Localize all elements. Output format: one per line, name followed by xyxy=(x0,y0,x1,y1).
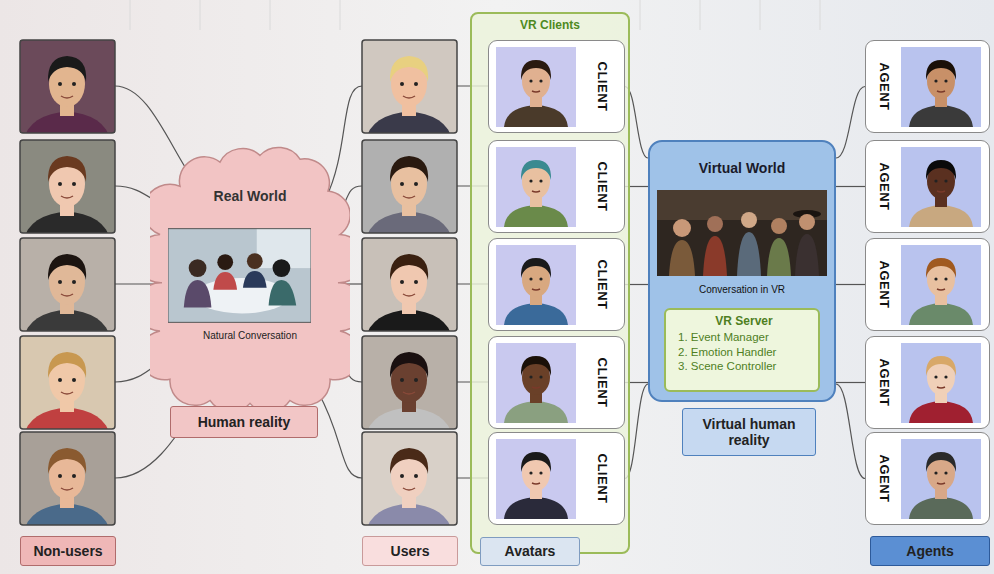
client-box: CLIENT xyxy=(488,432,625,525)
virtual-world-box: Virtual WorldConversation in VR VR Server… xyxy=(648,140,836,402)
conversation-photo xyxy=(168,228,311,323)
node-text: 1. Event Manager xyxy=(678,330,810,345)
rotated-label-holder: CLIENT xyxy=(590,41,616,132)
node-label: CLIENT xyxy=(596,162,611,212)
avatar-image xyxy=(496,245,576,325)
clients-panel: VR ClientsCLIENT CLIENT CLIENT CLIENT CLIENT xyxy=(470,12,630,554)
avatar-image xyxy=(496,47,576,127)
client-box: CLIENT xyxy=(488,40,625,133)
node-label: VR Clients xyxy=(472,18,628,32)
connector xyxy=(836,384,865,479)
node-label: Virtual human reality xyxy=(683,416,815,448)
label-box: Virtual human reality xyxy=(682,408,816,456)
node-text: Natural Conversation xyxy=(150,330,350,341)
agent-image xyxy=(900,245,982,325)
server-box: VR Server1. Event Manager2. Emotion Hand… xyxy=(664,308,820,392)
virtual-scene-image xyxy=(657,190,827,276)
label-box: Avatars xyxy=(480,537,580,566)
node-label: Users xyxy=(391,543,430,559)
agent-box: AGENT xyxy=(865,140,990,233)
node-text: 2. Emotion Handler xyxy=(678,345,810,360)
label-box: Non-users xyxy=(20,536,116,566)
rotated-label-holder: CLIENT xyxy=(590,337,616,428)
node-text: 3. Scene Controller xyxy=(678,359,810,374)
rotated-label-holder: CLIENT xyxy=(590,141,616,232)
avatar-image xyxy=(496,147,576,227)
label-box: Human reality xyxy=(170,406,318,438)
user-photos xyxy=(362,40,457,560)
node-label: CLIENT xyxy=(596,454,611,504)
node-label: AGENT xyxy=(877,261,892,309)
node-label: Avatars xyxy=(505,543,556,559)
node-label: CLIENT xyxy=(596,62,611,112)
agent-image xyxy=(900,47,982,127)
node-label: VR Server xyxy=(678,314,810,330)
node-label: AGENT xyxy=(877,455,892,503)
agent-image xyxy=(900,343,982,423)
node-label: Human reality xyxy=(198,414,291,430)
client-box: CLIENT xyxy=(488,140,625,233)
rotated-label-holder: CLIENT xyxy=(590,239,616,330)
agent-box: AGENT xyxy=(865,336,990,429)
rotated-label-holder: AGENT xyxy=(871,41,897,132)
rotated-label-holder: AGENT xyxy=(871,433,897,524)
node-label: AGENT xyxy=(877,63,892,111)
connector xyxy=(836,382,865,383)
node-label: Virtual World xyxy=(650,160,834,176)
agent-image xyxy=(900,147,982,227)
avatar-image xyxy=(496,439,576,519)
agent-box: AGENT xyxy=(865,432,990,525)
agent-image xyxy=(900,439,982,519)
connector xyxy=(836,284,865,285)
node-label: Agents xyxy=(906,543,953,559)
connector xyxy=(836,186,865,187)
agent-box: AGENT xyxy=(865,238,990,331)
node-text: Conversation in VR xyxy=(650,284,834,295)
client-box: CLIENT xyxy=(488,238,625,331)
node-label: CLIENT xyxy=(596,358,611,408)
node-label: Real World xyxy=(150,188,350,204)
connector xyxy=(836,87,865,159)
label-box: Agents xyxy=(870,536,990,566)
avatar-image xyxy=(496,343,576,423)
rotated-label-holder: AGENT xyxy=(871,337,897,428)
rotated-label-holder: CLIENT xyxy=(590,433,616,524)
rotated-label-holder: AGENT xyxy=(871,141,897,232)
rotated-label-holder: AGENT xyxy=(871,239,897,330)
node-label: AGENT xyxy=(877,163,892,211)
node-label: Non-users xyxy=(33,543,102,559)
client-box: CLIENT xyxy=(488,336,625,429)
label-box: Users xyxy=(362,536,458,566)
node-label: CLIENT xyxy=(596,260,611,310)
real-world-cloud: Real WorldNatural Conversation xyxy=(150,138,350,413)
agent-box: AGENT xyxy=(865,40,990,133)
non-user-photos xyxy=(20,40,115,560)
link-lines xyxy=(115,86,488,478)
node-label: AGENT xyxy=(877,359,892,407)
